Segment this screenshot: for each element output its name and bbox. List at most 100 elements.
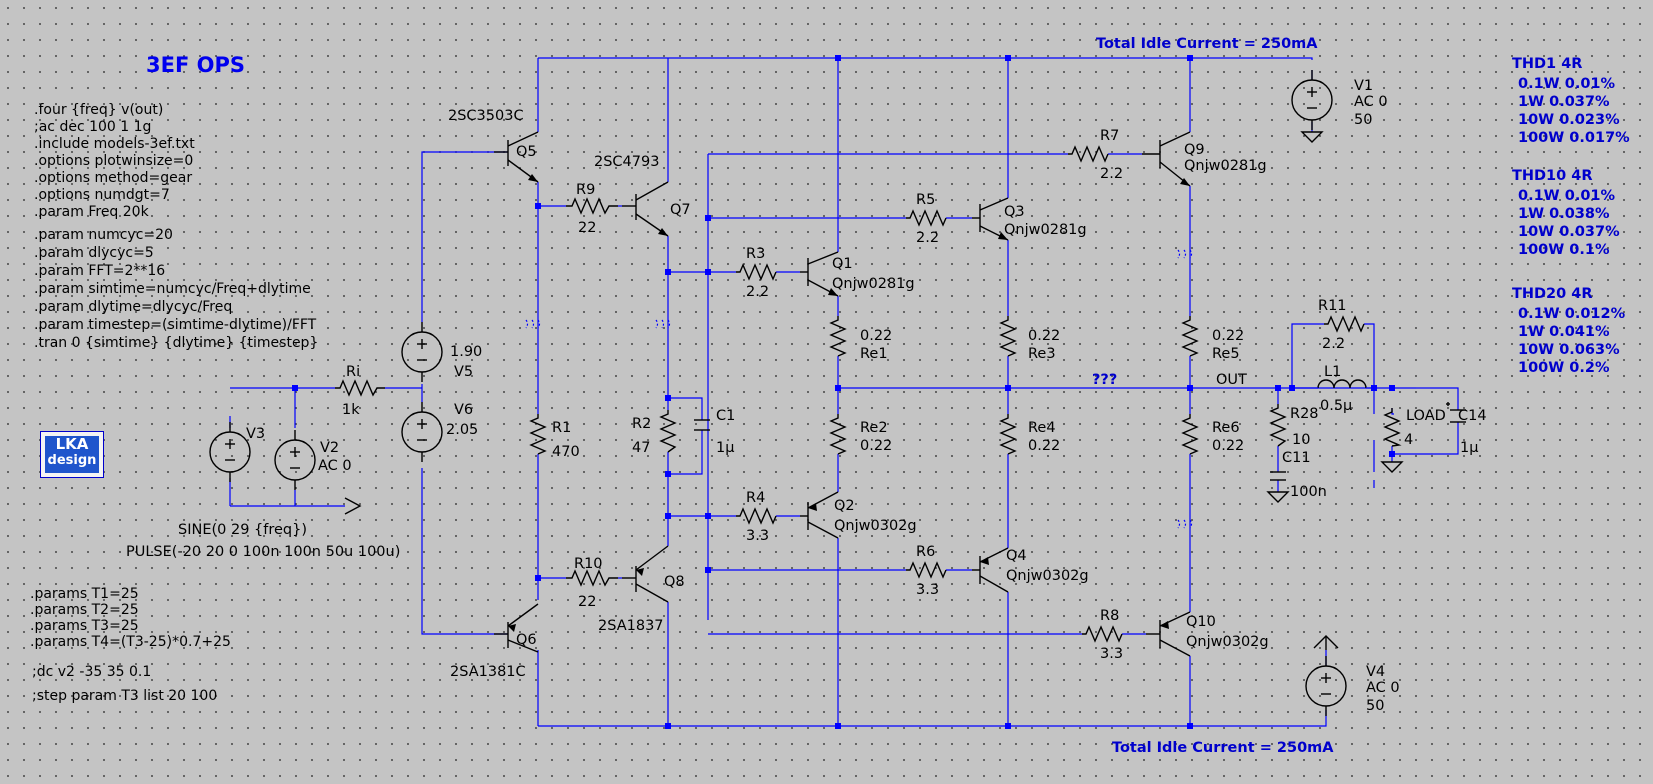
dc-directive: ;dc v2 -35 35 0.1 <box>32 664 151 680</box>
q4-model: Qnjw0302g <box>1006 568 1089 584</box>
thermal-mark-q5 <box>525 319 541 329</box>
r1-name: R1 <box>552 420 571 436</box>
resistor-r28[interactable] <box>1269 404 1287 447</box>
transistor-q6[interactable] <box>494 603 539 653</box>
r7-value: 2.2 <box>1100 166 1123 182</box>
resistor-re2[interactable] <box>829 414 847 455</box>
source-v6[interactable] <box>401 401 443 463</box>
r28-value: 10 <box>1292 432 1310 448</box>
thermal-coupling-marks <box>525 249 1193 529</box>
directive-line: .param timestep=(simtime-dlytime)/FFT <box>34 317 317 333</box>
net-label-unknown: ??? <box>1092 372 1117 388</box>
resistor-re4[interactable] <box>999 414 1017 455</box>
resistor-r3[interactable] <box>736 263 777 281</box>
l1-value: 0.5µ <box>1320 398 1352 414</box>
transistor-q1[interactable] <box>800 251 839 297</box>
resistor-r5[interactable] <box>906 209 947 227</box>
resistor-re1[interactable] <box>829 316 847 357</box>
source-v2[interactable] <box>274 429 316 491</box>
resistor-r1[interactable] <box>529 414 547 455</box>
r6-value: 3.3 <box>916 582 939 598</box>
param-line: .params T3=25 <box>30 618 139 634</box>
inductor-l1[interactable] <box>1292 379 1374 389</box>
c14-value: 1µ <box>1460 440 1478 456</box>
resistor-r8[interactable] <box>1082 625 1123 643</box>
ri-value: 1k <box>342 402 360 418</box>
logo-line1: LKA <box>55 435 89 453</box>
transistor-q2[interactable] <box>800 491 839 539</box>
r7-name: R7 <box>1100 128 1119 144</box>
thd1-title: THD1 4R <box>1512 56 1582 72</box>
param-line: .params T4=(T3-25)*0.7+25 <box>30 634 231 650</box>
thd10-row: 10W 0.037% <box>1518 224 1620 240</box>
resistor-r6[interactable] <box>906 561 947 579</box>
r11-name: R11 <box>1318 298 1347 314</box>
q7-model: 2SC4793 <box>594 154 659 170</box>
capacitor-c1[interactable] <box>694 419 710 431</box>
thd1-row: 1W 0.037% <box>1518 94 1610 110</box>
resistor-r10[interactable] <box>566 569 618 587</box>
source-v1[interactable] <box>1291 69 1333 131</box>
re2-value: 0.22 <box>860 438 892 454</box>
load-value: 4 <box>1404 432 1413 448</box>
transistor-q7[interactable] <box>622 181 669 237</box>
transistor-q3[interactable] <box>972 197 1009 241</box>
v4-dc: 50 <box>1366 698 1384 714</box>
transistor-q10[interactable] <box>1146 611 1191 657</box>
r8-name: R8 <box>1100 608 1119 624</box>
resistor-r11[interactable] <box>1324 315 1365 333</box>
directive-line: .param simtime=numcyc/Freq+dlytime <box>34 281 311 297</box>
r6-name: R6 <box>916 544 935 560</box>
directive-line: .options plotwinsize=0 <box>34 153 193 169</box>
v2-name: V2 <box>320 440 339 456</box>
v5-value: 1.90 <box>450 344 482 360</box>
source-v5[interactable] <box>401 321 443 383</box>
re6-name: Re6 <box>1212 420 1240 436</box>
q8-model: 2SA1837 <box>598 618 664 634</box>
resistor-load[interactable] <box>1383 408 1402 447</box>
directive-line: .param numcyc=20 <box>34 227 173 243</box>
resistor-r7[interactable] <box>1068 145 1109 163</box>
transistor-q9[interactable] <box>1142 131 1191 187</box>
r5-name: R5 <box>916 192 935 208</box>
resistor-r4[interactable] <box>736 507 777 525</box>
r2-name: R2 <box>632 416 651 432</box>
re3-name: Re3 <box>1028 346 1056 362</box>
v3-name: V3 <box>246 426 265 442</box>
re4-name: Re4 <box>1028 420 1056 436</box>
source-v4[interactable] <box>1305 655 1347 717</box>
thermal-mark-q9 <box>1177 249 1193 259</box>
re6-value: 0.22 <box>1212 438 1244 454</box>
q5-model: 2SC3503C <box>448 108 524 124</box>
input-port-arrow <box>344 497 362 515</box>
q10-name: Q10 <box>1186 614 1216 630</box>
transistor-q4[interactable] <box>972 547 1009 593</box>
q4-name: Q4 <box>1006 548 1027 564</box>
re2-name: Re2 <box>860 420 888 436</box>
thd10-row: 100W 0.1% <box>1518 242 1610 258</box>
transistor-q5[interactable] <box>494 131 539 183</box>
thd20-row: 10W 0.063% <box>1518 342 1620 358</box>
capacitor-c14[interactable] <box>1446 402 1466 423</box>
r4-name: R4 <box>746 490 765 506</box>
directive-line: .options method=gear <box>34 170 192 186</box>
resistor-re6[interactable] <box>1181 414 1199 455</box>
r28-name: R28 <box>1290 406 1319 422</box>
resistor-re3[interactable] <box>999 316 1017 357</box>
resistor-re5[interactable] <box>1181 316 1199 357</box>
capacitor-c11[interactable] <box>1270 471 1286 481</box>
r3-value: 2.2 <box>746 284 769 300</box>
r10-name: R10 <box>574 556 603 572</box>
param-line: .params T2=25 <box>30 602 139 618</box>
resistor-ri[interactable] <box>335 379 385 397</box>
logo-line2: design <box>47 453 97 468</box>
source-v3[interactable] <box>209 421 251 483</box>
param-directives: .params T1=25 .params T2=25 .params T3=2… <box>30 586 231 704</box>
transistor-q8[interactable] <box>622 545 669 603</box>
resistor-r9[interactable] <box>566 197 618 215</box>
v4-ac: AC 0 <box>1366 680 1400 696</box>
load-name: LOAD <box>1406 408 1446 424</box>
q6-name: Q6 <box>516 632 537 648</box>
resistor-r2[interactable] <box>659 410 677 453</box>
re5-value: 0.22 <box>1212 328 1244 344</box>
